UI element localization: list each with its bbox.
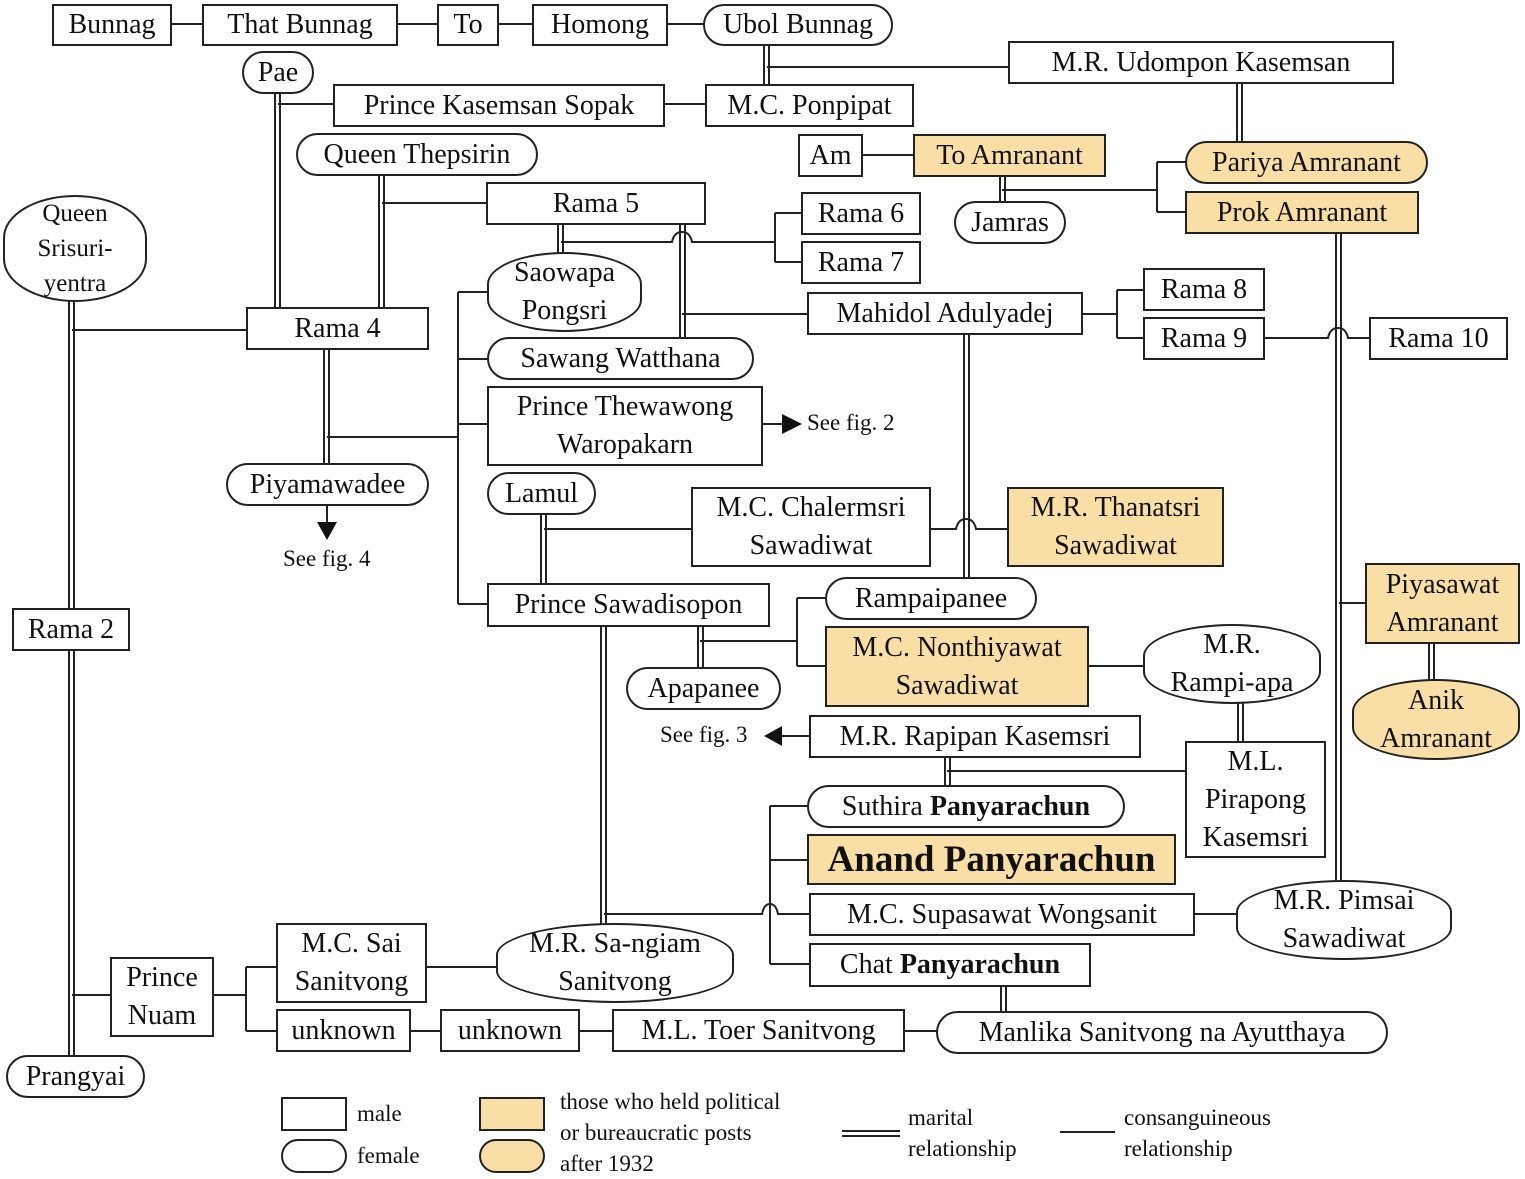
node-sawang: Sawang Watthana [487, 337, 754, 380]
node-mr-rampiapa: M.R. Rampi-apa [1143, 624, 1321, 704]
node-chat: Chat Panyarachun [809, 943, 1091, 987]
node-to: To [437, 4, 499, 46]
legend-political-male-swatch [479, 1097, 545, 1131]
node-rama9: Rama 9 [1143, 317, 1265, 360]
line-to-rama6-7 [561, 230, 775, 243]
node-bunnag: Bunnag [52, 4, 172, 46]
node-anik: Anik Amranant [1352, 679, 1520, 760]
node-rama4: Rama 4 [246, 307, 429, 350]
chat-surname: Panyarachun [899, 949, 1061, 980]
node-to-amranant: To Amranant [913, 134, 1106, 177]
node-mr-thanatsri: M.R. Thanatsri Sawadiwat [1007, 487, 1224, 567]
node-anand: Anand Panyarachun [807, 834, 1176, 885]
node-suthira: Suthira Panyarachun [807, 785, 1125, 828]
reference-fig4: See fig. 4 [283, 546, 371, 571]
node-mc-sai: M.C. Sai Sanitvong [276, 923, 427, 1003]
node-prangyai: Prangyai [6, 1055, 145, 1098]
node-mc-chalermsri: M.C. Chalermsri Sawadiwat [691, 487, 931, 567]
node-prok: Prok Amranant [1185, 191, 1419, 234]
legend-political-label: those who held political or bureaucratic… [560, 1089, 781, 1176]
arrow-fig3-icon [764, 726, 782, 746]
legend-political-female-swatch [479, 1139, 545, 1173]
node-unknown-2: unknown [440, 1009, 580, 1052]
node-ml-pirapong: M.L. Pirapong Kasemsri [1185, 741, 1326, 858]
legend-male-swatch [281, 1097, 347, 1131]
node-rama7: Rama 7 [801, 241, 921, 284]
chat-first-name: Chat [839, 949, 900, 980]
node-mc-ponpipat: M.C. Ponpipat [705, 84, 914, 127]
reference-fig2: See fig. 2 [807, 410, 895, 435]
node-rama6: Rama 6 [801, 192, 921, 235]
node-queen-srisuri: Queen Srisuri- yentra [3, 195, 147, 302]
suthira-first-name: Suthira [841, 790, 930, 822]
arrow-fig2-icon [782, 414, 802, 434]
node-ml-toer: M.L. Toer Sanitvong [612, 1009, 905, 1052]
node-piyasawat: Piyasawat Amranant [1365, 563, 1520, 644]
node-prince-nuam: Prince Nuam [110, 957, 214, 1037]
node-mr-udompon: M.R. Udompon Kasemsan [1008, 41, 1394, 84]
node-prince-thewawong: Prince Thewawong Waropakarn [487, 386, 763, 466]
node-mr-sangiam: M.R. Sa-ngiam Sanitvong [496, 923, 734, 1003]
node-apapanee: Apapanee [626, 667, 781, 710]
line-chalermsri-thanatsri [930, 517, 1008, 530]
legend-female-swatch [281, 1139, 347, 1173]
node-pae: Pae [242, 51, 314, 94]
legend-marital-label: marital relationship [908, 1105, 1017, 1161]
legend-male-label: male [357, 1101, 402, 1126]
node-piyamawadee: Piyamawadee [226, 463, 429, 506]
node-mr-rapipan: M.R. Rapipan Kasemsri [809, 715, 1141, 758]
node-mr-pimsai: M.R. Pimsai Sawadiwat [1236, 880, 1452, 960]
node-mahidol: Mahidol Adulyadej [807, 292, 1083, 335]
node-jamras: Jamras [954, 201, 1066, 244]
arrow-fig4-icon [317, 522, 337, 540]
node-rama5: Rama 5 [486, 182, 706, 225]
node-lamul: Lamul [487, 472, 596, 515]
node-queen-thepsirin: Queen Thepsirin [296, 133, 538, 176]
line-rama9-rama10 [1264, 326, 1370, 339]
node-prince-sawadisopon: Prince Sawadisopon [487, 583, 770, 627]
node-mc-supasawat: M.C. Supasawat Wongsanit [809, 893, 1195, 936]
legend-female-label: female [357, 1143, 420, 1168]
node-that-bunnag: That Bunnag [202, 4, 398, 46]
line-to-supasawat [604, 902, 810, 915]
node-manlika: Manlika Sanitvong na Ayutthaya [936, 1011, 1388, 1054]
node-mc-nonthiyawat: M.C. Nonthiyawat Sawadiwat [825, 626, 1089, 707]
node-rama10: Rama 10 [1369, 317, 1508, 360]
reference-fig3: See fig. 3 [660, 722, 748, 747]
suthira-surname: Panyarachun [929, 790, 1091, 822]
legend-consanguineous-label: consanguineous relationship [1124, 1105, 1271, 1161]
node-saowapa: Saowapa Pongsri [487, 252, 642, 332]
node-ubol-bunnag: Ubol Bunnag [703, 4, 893, 46]
node-unknown-1: unknown [276, 1009, 411, 1052]
node-homong: Homong [532, 4, 668, 46]
node-rama2: Rama 2 [12, 608, 130, 651]
node-pariya: Pariya Amranant [1185, 141, 1428, 184]
node-am: Am [798, 134, 863, 177]
node-rama8: Rama 8 [1143, 268, 1265, 311]
node-prince-kasemsan: Prince Kasemsan Sopak [333, 84, 665, 127]
node-rampaipanee: Rampaipanee [825, 577, 1037, 620]
